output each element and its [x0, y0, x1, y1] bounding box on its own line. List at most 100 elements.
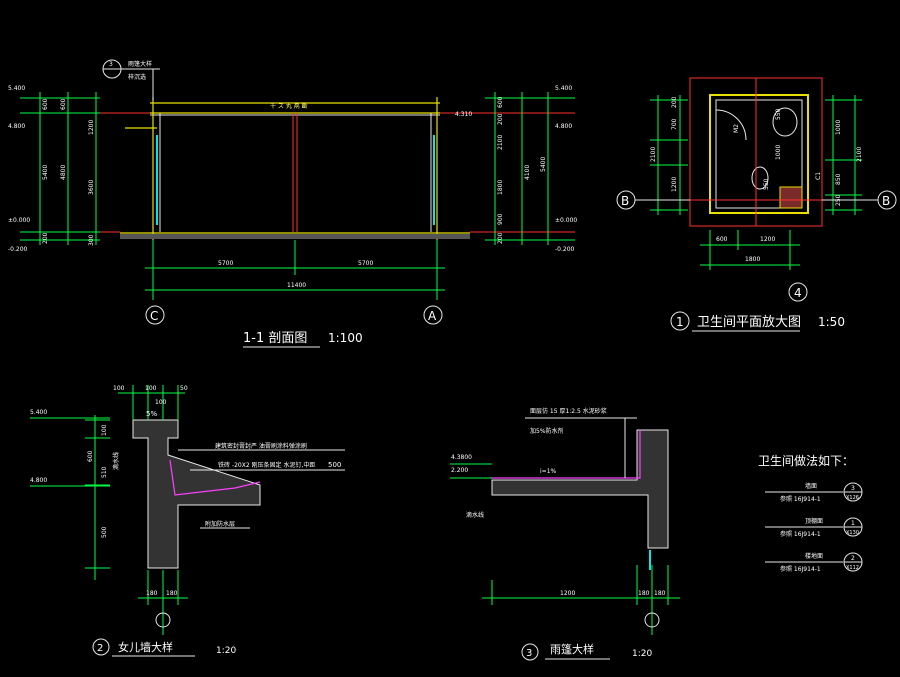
canopy-title-bubble — [521, 643, 539, 661]
parapet-left-dims — [30, 415, 110, 580]
bottom-dim-lines — [145, 240, 445, 300]
right-mid-elev: 4.310 — [455, 111, 472, 118]
section-scale: 1:100 — [328, 331, 363, 345]
left-dim-1c: 200 — [42, 232, 49, 244]
plan-axis-b-right: B — [882, 194, 890, 208]
right-dim-1f: 200 — [497, 232, 504, 244]
parapet-note-2: 铁砖 -20X2 刚压条固定 水泥钉,中距 — [218, 461, 315, 469]
left-dim-1b: 5400 — [42, 165, 49, 180]
canopy-slope: i=1% — [540, 468, 557, 475]
plan-bottom-dim-1: 600 — [716, 236, 728, 243]
notes-item-3-ref-bottom: X112 — [846, 565, 859, 571]
bottom-dim-2: 5700 — [358, 260, 373, 267]
parapet-title-num: 2 — [97, 643, 103, 654]
bottom-dim-1: 5700 — [218, 260, 233, 267]
parapet-scale: 1:20 — [216, 646, 236, 656]
ref-bubble-num: 3 — [109, 61, 113, 68]
canopy-elev-2: 2.200 — [451, 467, 468, 474]
left-dim-2b: 4800 — [60, 165, 67, 180]
notes-item-3-ref-top: 2 — [851, 555, 855, 562]
right-dim-2a: 4100 — [524, 165, 531, 180]
parapet-top-dim-1: 100 — [113, 385, 125, 392]
left-dim-2a: 600 — [60, 98, 67, 110]
left-elev-2: 4.800 — [8, 123, 25, 130]
left-dim-lines — [20, 92, 100, 245]
parapet-top-dims — [118, 385, 185, 420]
right-dim-1a: 600 — [497, 96, 504, 108]
parapet-left-dim-1: 100 — [101, 424, 108, 436]
toilet-icon — [751, 166, 769, 190]
plan-left-total: 2100 — [650, 147, 657, 162]
ref-note-bottom: 梓沉选 — [128, 73, 146, 81]
parapet-bottom-dims — [138, 570, 188, 635]
parapet-axis-bubble — [155, 612, 171, 628]
parapet-elev-bottom: 4.800 — [30, 477, 47, 484]
parapet-left-dim-2: 600 — [87, 450, 94, 462]
plan-inner — [715, 99, 803, 209]
plan-left-dims — [650, 95, 688, 215]
plan-left-dim-1: 200 — [671, 96, 678, 108]
notes-item-2-ref-top: 1 — [851, 520, 855, 527]
canopy-note-1: 面层仿 15 厚1:2.5 水泥砂浆 — [530, 407, 607, 415]
left-dim-1a: 600 — [42, 98, 49, 110]
parapet-drip: 滴水线 — [112, 452, 120, 470]
plan-left-dim-3: 1200 — [671, 177, 678, 192]
total-dim: 11400 — [287, 282, 306, 289]
canopy-waterproof — [490, 430, 641, 479]
parapet-top-dim-2: 100 — [145, 385, 157, 392]
ground-hatch — [120, 234, 470, 239]
parapet-left-dim-3: 510 — [101, 466, 108, 478]
roof-note: 千 ス 丸 鬲 斷 — [270, 102, 308, 110]
inner-dim-1: 550 — [775, 108, 782, 120]
door-swing — [715, 109, 747, 141]
canopy-title: 雨篷大样 — [550, 642, 594, 656]
notes-item-1-spec: 参照 16J914-1 — [780, 495, 821, 503]
plan-right-dims — [825, 95, 862, 215]
parapet-title-bubble — [92, 638, 110, 656]
section-title: 1-1 剖面图 — [243, 331, 307, 346]
parapet-elev-top: 5.400 — [30, 409, 47, 416]
plan-bottom-total: 1800 — [745, 256, 760, 263]
plan-walls — [709, 94, 809, 214]
right-dim-1b: 200 — [497, 113, 504, 125]
notes-item-2-spec: 参照 16J914-1 — [780, 530, 821, 538]
notes-item-1-ref-bottom: X126 — [846, 495, 859, 501]
canopy-axis-bubble — [644, 612, 660, 628]
plan-right-total: 2100 — [856, 147, 863, 162]
right-dim-2b: 5400 — [540, 157, 547, 172]
section-1-1: 千 ス 丸 鬲 斷 3 雨篷大样 梓沉选 5.400 4.800 ±0.000 … — [8, 59, 577, 348]
plan-axis-b-left: B — [621, 194, 629, 208]
canopy-dim-right-2: 180 — [654, 590, 666, 597]
door-label: M2 — [733, 124, 740, 133]
plan-right-dim-1: 1000 — [835, 120, 842, 135]
plan-bottom-dim-2: 1200 — [760, 236, 775, 243]
plan-title: 卫生间平面放大图 — [697, 315, 801, 330]
right-elev-3: ±0.000 — [555, 217, 577, 224]
window-label: C1 — [815, 172, 822, 180]
canopy-concrete — [491, 429, 669, 549]
notes-item-2-ref-bottom: X130 — [846, 530, 859, 536]
canopy-dim-right-1: 180 — [638, 590, 650, 597]
right-dim-1e: 900 — [497, 213, 504, 225]
shaft — [779, 186, 803, 209]
right-dim-1d: 1800 — [497, 180, 504, 195]
parapet-waterproof — [169, 459, 261, 496]
right-dim-lines — [485, 92, 575, 245]
notes-item-1: 墙面 参照 16J914-1 3 X126 — [765, 482, 863, 503]
parapet-top-dim-3: 50 — [180, 385, 188, 392]
parapet-slope: 5% — [146, 410, 157, 418]
axis-c-bubble — [145, 305, 165, 325]
parapet-left-dim-4: 500 — [101, 526, 108, 538]
parapet-title: 女儿墙大样 — [118, 640, 173, 654]
canopy-note-2: 加5%防水剂 — [530, 427, 564, 435]
canopy-scale: 1:20 — [632, 649, 652, 659]
canopy-bottom-dims — [482, 565, 680, 635]
left-dim-3b: 3600 — [88, 180, 95, 195]
inner-dim-3: 550 — [763, 178, 770, 190]
canopy-title-num: 3 — [526, 648, 532, 659]
canopy-drip: 滴水线 — [466, 511, 484, 519]
parapet-note-3: 附加防水层 — [205, 520, 235, 528]
inner-dim-2: 1000 — [775, 145, 782, 160]
notes-item-3-name: 楼地面 — [805, 552, 823, 560]
parapet-top-dim-4: 100 — [155, 399, 167, 406]
